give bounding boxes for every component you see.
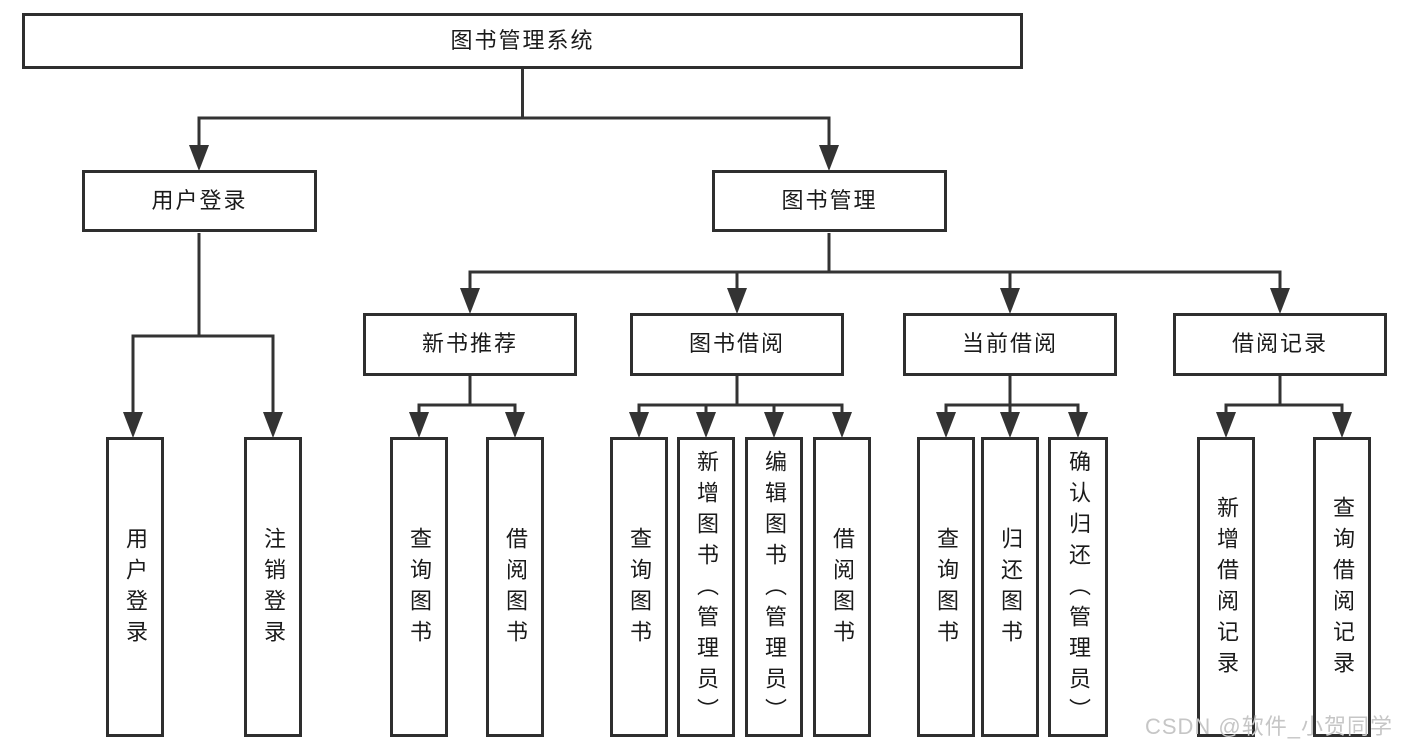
connector-current-borrow-group	[944, 376, 1080, 413]
arrowheads-level2	[189, 145, 839, 171]
leaf-return-book: 归还图书	[981, 437, 1039, 737]
arrowheads-borrow-record-group	[1216, 412, 1352, 438]
leaf-add-borrow-record: 新增借阅记录	[1197, 437, 1255, 737]
node-current-borrow: 当前借阅	[903, 313, 1117, 376]
node-root: 图书管理系统	[22, 13, 1023, 69]
leaf-query-books-3: 查询图书	[917, 437, 975, 737]
leaf-user-login: 用户登录	[106, 437, 164, 737]
leaf-query-books-2: 查询图书	[610, 437, 668, 737]
node-borrow-records: 借阅记录	[1173, 313, 1387, 376]
watermark: CSDN @软件_小贺同学	[1144, 714, 1393, 739]
connector-book-mgmt-to-level3	[468, 233, 1282, 289]
leaf-borrow-books-1: 借阅图书	[486, 437, 544, 737]
node-book-management: 图书管理	[712, 170, 947, 232]
node-user-login-branch: 用户登录	[82, 170, 317, 232]
arrowheads-user-login-branch	[123, 412, 283, 438]
leaf-borrow-books-2: 借阅图书	[813, 437, 871, 737]
arrowheads-new-book-group	[409, 412, 525, 438]
leaf-logout: 注销登录	[244, 437, 302, 737]
leaf-edit-book-admin: 编辑图书（管理员）	[745, 437, 803, 737]
node-book-borrow: 图书借阅	[630, 313, 844, 376]
leaf-add-book-admin: 新增图书（管理员）	[677, 437, 735, 737]
node-new-book-recommend: 新书推荐	[363, 313, 577, 376]
arrowheads-current-borrow-group	[936, 412, 1088, 438]
arrowheads-book-borrow-group	[629, 412, 852, 438]
connector-book-borrow-group	[637, 376, 844, 413]
leaf-confirm-return-admin: 确认归还（管理员）	[1048, 437, 1108, 737]
arrowheads-level3	[460, 288, 1290, 314]
connector-new-book-group	[417, 376, 517, 413]
leaf-query-books-1: 查询图书	[390, 437, 448, 737]
connector-root-to-level2	[197, 67, 831, 146]
leaf-query-borrow-record: 查询借阅记录	[1313, 437, 1371, 737]
connector-borrow-record-group	[1224, 376, 1344, 413]
connector-user-login-branch	[131, 233, 275, 413]
